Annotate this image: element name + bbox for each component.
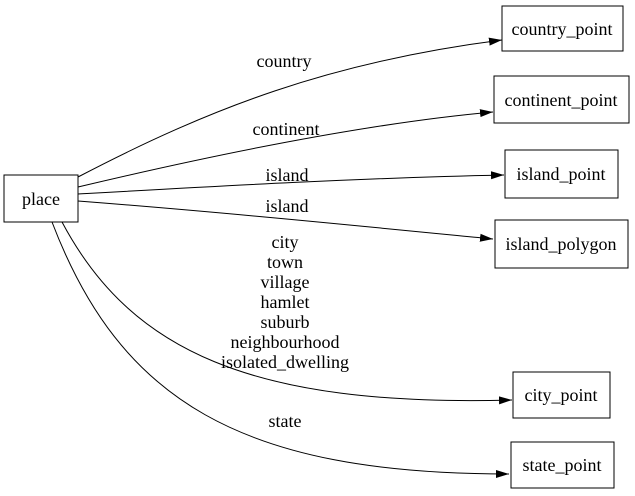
- node-continent-point: continent_point: [493, 75, 630, 124]
- node-state-point: state_point: [510, 441, 615, 489]
- edge-label-country: country: [257, 51, 312, 71]
- node-place-box: [3, 174, 79, 223]
- node-island-polygon-box: [494, 219, 629, 269]
- edge-place-island_polygon: [77, 200, 494, 242]
- edge-place-island_point: [77, 171, 505, 195]
- node-city-point: city_point: [512, 371, 611, 419]
- edge-label-city: city: [272, 232, 299, 252]
- edge-label-village: village: [261, 272, 310, 292]
- edge-label-island-point: island: [266, 165, 309, 185]
- edge-place-continent_point: [77, 109, 494, 188]
- node-country-point: country_point: [501, 5, 624, 52]
- edge-label-suburb: suburb: [261, 312, 310, 332]
- edge-place-state_point: [51, 221, 510, 478]
- node-island-point: island_point: [504, 149, 619, 199]
- edge-label-town: town: [267, 252, 303, 272]
- node-city-point-box: [512, 371, 611, 419]
- edge-label-island-polygon: island: [266, 196, 309, 216]
- edge-label-neighbourhood: neighbourhood: [231, 332, 340, 352]
- node-continent-point-box: [493, 75, 630, 124]
- node-continent-point-label: continent_point: [505, 90, 618, 110]
- node-island-polygon-label: island_polygon: [506, 234, 617, 254]
- edge-label-continent: continent: [253, 119, 320, 139]
- node-island-point-label: island_point: [517, 164, 606, 184]
- node-place: place: [3, 174, 79, 223]
- edge-label-state: state: [269, 411, 302, 431]
- node-country-point-label: country_point: [512, 19, 613, 39]
- node-state-point-label: state_point: [523, 455, 602, 475]
- node-city-point-label: city_point: [525, 385, 598, 405]
- node-island-polygon: island_polygon: [494, 219, 629, 269]
- edge-place-country_point: [77, 37, 503, 178]
- node-state-point-box: [510, 441, 615, 489]
- node-country-point-box: [501, 5, 624, 52]
- edge-label-isolated-dwelling: isolated_dwelling: [221, 352, 349, 372]
- edge-label-city-group: city town village hamlet suburb neighbou…: [221, 232, 349, 372]
- edge-place-city_point: [61, 221, 513, 405]
- node-place-label: place: [22, 189, 60, 209]
- node-island-point-box: [504, 149, 619, 199]
- edge-label-hamlet: hamlet: [261, 292, 310, 312]
